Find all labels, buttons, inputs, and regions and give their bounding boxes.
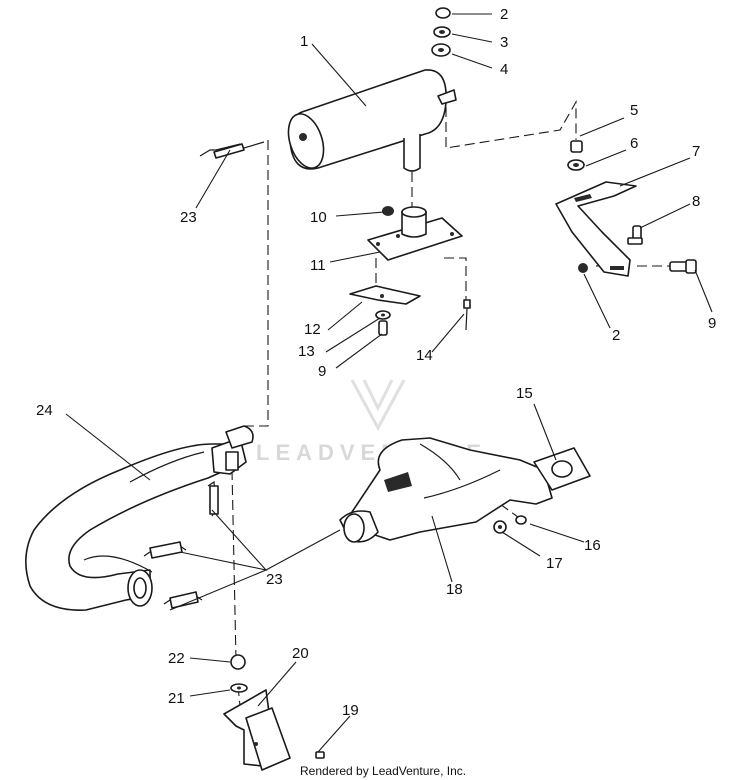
- leader-lines: [65, 13, 713, 753]
- callout-3: 3: [500, 34, 508, 51]
- muffler: [287, 69, 457, 172]
- callout-17: 17: [546, 555, 563, 572]
- callout-11: 11: [310, 257, 326, 274]
- y-pipe: [339, 437, 591, 543]
- expansion-chamber: [25, 425, 254, 611]
- callout-2: 2: [500, 6, 508, 23]
- right-bracket-assembly: [555, 140, 697, 277]
- callout-21: 21: [168, 690, 185, 707]
- callout-5: 5: [630, 102, 638, 119]
- callout-16: 16: [584, 537, 601, 554]
- small-bracket-assembly: [349, 285, 471, 336]
- springs: [143, 141, 265, 609]
- callout-8: 8: [692, 193, 700, 210]
- callout-13: 13: [298, 343, 315, 360]
- callout-9-left: 9: [318, 363, 326, 380]
- callout-7: 7: [692, 143, 700, 160]
- callout-20: 20: [292, 645, 309, 662]
- bottom-bracket-assembly: [223, 654, 325, 771]
- top-hardware: [431, 7, 451, 57]
- callout-2-lower: 2: [612, 327, 620, 344]
- callout-19: 19: [342, 702, 359, 719]
- callout-22: 22: [168, 650, 185, 667]
- callout-24: 24: [36, 402, 53, 419]
- watermark-logo-icon: [350, 379, 406, 432]
- callout-4: 4: [500, 61, 508, 78]
- callouts: 2 3 4 1 5 6 7 8 9 2 10 11 12 13 9 14 23 …: [36, 6, 716, 719]
- callout-1: 1: [300, 33, 308, 50]
- callout-6: 6: [630, 135, 638, 152]
- callout-23-top: 23: [180, 209, 197, 226]
- callout-18: 18: [446, 581, 463, 598]
- callout-12: 12: [304, 321, 321, 338]
- render-credit: Rendered by LeadVenture, Inc.: [300, 764, 466, 778]
- flange-assembly: [367, 206, 463, 261]
- callout-10: 10: [310, 209, 327, 226]
- callout-14: 14: [416, 347, 433, 364]
- callout-23-bottom: 23: [266, 571, 283, 588]
- callout-15: 15: [516, 385, 533, 402]
- callout-9: 9: [708, 315, 716, 332]
